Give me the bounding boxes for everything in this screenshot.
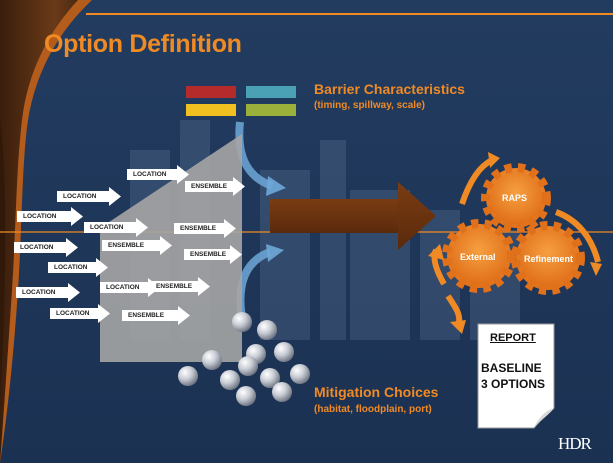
ensemble-arrow — [102, 236, 172, 255]
location-label: LOCATION — [54, 264, 88, 271]
ensemble-label: ENSEMBLE — [190, 251, 227, 258]
mitigation-choices-title: Mitigation Choices — [314, 384, 439, 400]
hdr-logo: HDR — [558, 434, 592, 453]
location-arrow — [14, 238, 78, 257]
mitigation-ball — [290, 364, 310, 384]
gear-label-raps: RAPS — [502, 193, 528, 203]
mitigation-ball — [232, 312, 252, 332]
left-swoosh — [0, 0, 92, 463]
report-title: REPORT — [490, 332, 536, 344]
location-arrow — [48, 258, 108, 277]
barrier-swatches — [186, 86, 296, 116]
location-label: LOCATION — [20, 244, 54, 251]
location-label: LOCATION — [90, 224, 124, 231]
ensemble-arrow — [150, 277, 210, 296]
swatch-green — [246, 104, 296, 116]
location-arrow — [16, 283, 80, 302]
gear-external — [442, 219, 516, 293]
report-line-options: 3 OPTIONS — [481, 377, 546, 391]
swatch-yellow — [186, 104, 236, 116]
location-label: LOCATION — [63, 193, 97, 200]
gear-raps — [481, 163, 551, 233]
location-ensemble-arrows — [14, 165, 245, 325]
location-label: LOCATION — [23, 213, 57, 220]
mitigation-ball — [220, 370, 240, 390]
report-line-baseline: BASELINE — [481, 361, 542, 375]
location-arrow — [17, 207, 83, 226]
swatch-red — [186, 86, 236, 98]
ensemble-arrow — [184, 245, 242, 264]
location-label: LOCATION — [133, 171, 167, 178]
swatch-teal — [246, 86, 296, 98]
mitigation-ball — [257, 320, 277, 340]
mitigation-ball — [178, 366, 198, 386]
mitigation-ball — [202, 350, 222, 370]
barrier-characteristics-subtitle: (timing, spillway, scale) — [314, 100, 425, 111]
location-arrow — [84, 218, 148, 237]
barrier-characteristics-title: Barrier Characteristics — [314, 81, 465, 97]
location-arrow — [127, 165, 189, 184]
main-arrow — [270, 182, 436, 250]
barrier-curve-arrow — [235, 121, 274, 190]
mitigation-ball — [236, 386, 256, 406]
location-arrow — [57, 187, 121, 206]
slide-title: Option Definition — [44, 30, 242, 58]
report-page — [477, 323, 555, 429]
ensemble-label: ENSEMBLE — [156, 283, 193, 290]
ensemble-label: ENSEMBLE — [180, 225, 217, 232]
mitigation-balls — [178, 312, 310, 406]
location-arrow — [100, 278, 160, 297]
mitigation-ball — [272, 382, 292, 402]
location-label: LOCATION — [22, 289, 56, 296]
location-label: LOCATION — [56, 310, 90, 317]
ensemble-label: ENSEMBLE — [128, 312, 165, 319]
gear-label-external: External — [460, 252, 496, 262]
location-arrow — [50, 304, 110, 323]
ensemble-arrow — [122, 306, 190, 325]
ensemble-label: ENSEMBLE — [191, 183, 228, 190]
gear-refinement — [511, 221, 585, 295]
ensemble-label: ENSEMBLE — [108, 242, 145, 249]
mitigation-ball — [274, 342, 294, 362]
mitigation-ball — [238, 356, 258, 376]
skyline — [130, 120, 520, 340]
mitigation-ball — [260, 368, 280, 388]
ensemble-arrow — [174, 219, 236, 238]
mitigation-choices-subtitle: (habitat, floodplain, port) — [314, 404, 432, 415]
ensemble-arrow — [185, 177, 245, 196]
location-label: LOCATION — [106, 284, 140, 291]
gear-label-refinement: Refinement — [524, 254, 574, 264]
